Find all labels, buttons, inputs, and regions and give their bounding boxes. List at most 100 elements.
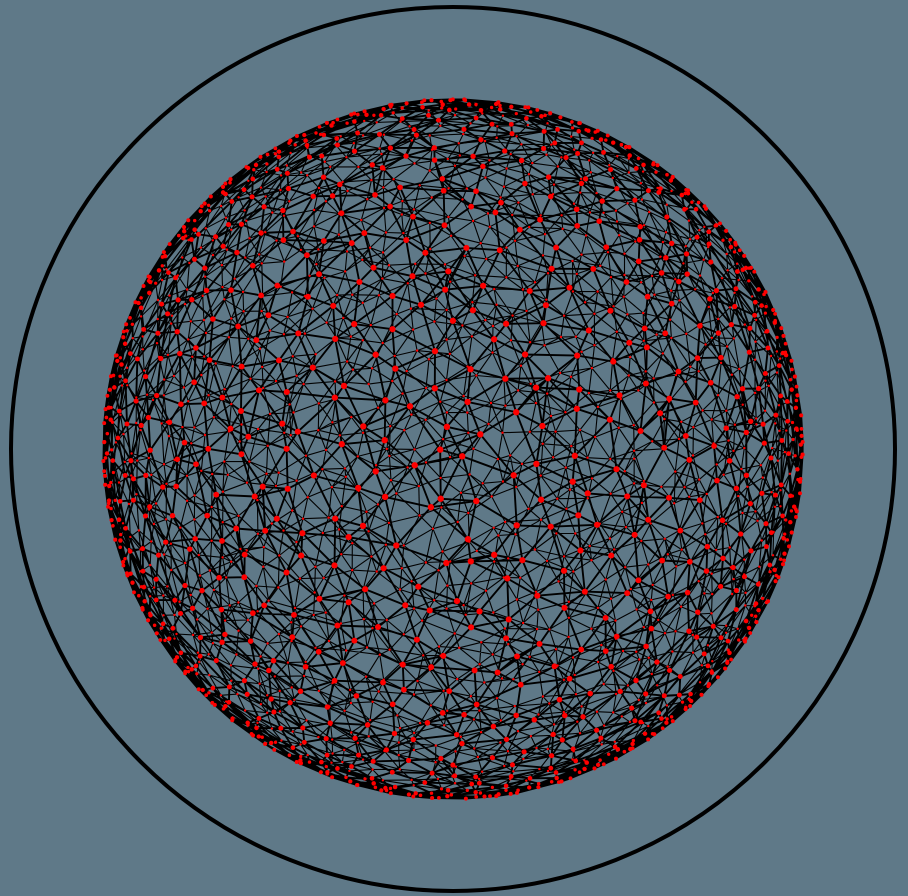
mesh-vertex — [501, 480, 505, 483]
mesh-vertex — [207, 691, 211, 695]
mesh-vertex — [776, 575, 781, 580]
mesh-vertices — [101, 97, 805, 801]
mesh-vertex — [430, 795, 435, 801]
mesh-vertex — [733, 286, 739, 292]
mesh-vertex — [792, 374, 797, 379]
mesh-vertex — [422, 98, 427, 103]
mesh-vertex — [665, 203, 668, 206]
mesh-vertex — [325, 321, 328, 324]
mesh-vertex — [295, 540, 298, 544]
mesh-vertex — [493, 287, 496, 291]
mesh-vertex — [698, 478, 701, 481]
mesh-vertex — [273, 146, 278, 151]
mesh-vertex — [395, 312, 398, 316]
mesh-vertex — [664, 214, 670, 220]
mesh-vertex — [219, 639, 225, 645]
mesh-vertex — [436, 777, 440, 781]
mesh-vertex — [526, 123, 529, 127]
mesh-vertex — [228, 604, 231, 607]
mesh-vertex — [669, 715, 674, 719]
mesh-vertex — [580, 714, 586, 720]
mesh-vertex — [424, 720, 431, 726]
mesh-vertex — [118, 374, 122, 378]
mesh-vertex — [237, 196, 240, 199]
mesh-vertex — [632, 449, 636, 452]
mesh-vertex — [258, 230, 264, 236]
mesh-vertex — [362, 586, 369, 593]
mesh-vertex — [449, 280, 452, 283]
mesh-vertex — [558, 115, 563, 120]
mesh-vertex — [324, 200, 328, 203]
mesh-vertex — [122, 472, 128, 478]
mesh-vertex — [278, 689, 281, 693]
mesh-vertex — [380, 152, 383, 156]
mesh-vertex — [317, 124, 322, 129]
mesh-vertex — [259, 703, 263, 706]
mesh-vertex — [472, 447, 475, 450]
mesh-vertex — [318, 770, 323, 775]
mesh-vertex — [590, 265, 597, 272]
mesh-vertex — [453, 113, 457, 117]
mesh-vertex — [592, 766, 597, 771]
mesh-vertex — [121, 522, 125, 525]
mesh-vertex — [570, 120, 574, 124]
mesh-vertex — [609, 597, 613, 600]
mesh-vertex — [541, 145, 547, 152]
mesh-vertex — [121, 335, 126, 340]
mesh-vertex — [410, 736, 417, 743]
mesh-vertex — [360, 218, 363, 222]
mesh-vertex — [437, 796, 441, 800]
mesh-vertex — [751, 295, 754, 298]
mesh-vertex — [532, 384, 540, 391]
mesh-vertex — [471, 667, 478, 674]
mesh-vertex — [634, 240, 637, 243]
mesh-vertex — [324, 448, 328, 452]
mesh-vertex — [317, 429, 320, 432]
mesh-vertex — [195, 672, 199, 676]
mesh-vertex — [495, 136, 498, 139]
mesh-vertex — [250, 610, 256, 616]
mesh-vertex — [241, 187, 247, 193]
mesh-vertex — [331, 394, 338, 401]
mesh-vertex — [296, 235, 300, 238]
mesh-vertex — [578, 428, 582, 432]
mesh-vertex — [687, 219, 691, 222]
mesh-vertex — [692, 426, 695, 429]
mesh-vertex — [679, 192, 685, 198]
mesh-vertex — [303, 332, 307, 335]
mesh-vertex — [765, 345, 771, 351]
mesh-vertex — [412, 208, 416, 211]
mesh-vertex — [317, 735, 320, 739]
mesh-vertex — [192, 536, 198, 542]
mesh-vertex — [302, 664, 309, 670]
mesh-vertex — [299, 625, 303, 628]
mesh-vertex — [231, 365, 234, 368]
mesh-vertex — [718, 354, 724, 361]
mesh-vertex — [256, 610, 259, 613]
mesh-vertex — [201, 294, 204, 297]
mesh-vertex — [160, 621, 166, 627]
mesh-vertex — [772, 567, 777, 573]
mesh-vertex — [473, 274, 477, 277]
mesh-vertex — [743, 636, 748, 641]
mesh-vertex — [614, 209, 618, 212]
mesh-vertex — [228, 180, 232, 185]
mesh-vertex — [295, 374, 298, 377]
mesh-vertex — [683, 251, 690, 257]
mesh-vertex — [559, 737, 565, 743]
mesh-vertex — [230, 679, 233, 682]
mesh-vertex — [536, 640, 543, 647]
mesh-vertex — [467, 558, 474, 565]
mesh-vertex — [226, 700, 232, 705]
mesh-vertex — [197, 653, 203, 659]
mesh-vertex — [351, 568, 354, 572]
mesh-vertex — [305, 719, 308, 722]
mesh-vertex — [629, 587, 632, 591]
mesh-vertex — [106, 504, 110, 509]
mesh-vertex — [713, 287, 720, 294]
mesh-vertex — [729, 657, 733, 662]
mesh-vertex — [317, 689, 321, 693]
mesh-vertex — [331, 421, 334, 424]
mesh-vertex — [546, 747, 549, 751]
